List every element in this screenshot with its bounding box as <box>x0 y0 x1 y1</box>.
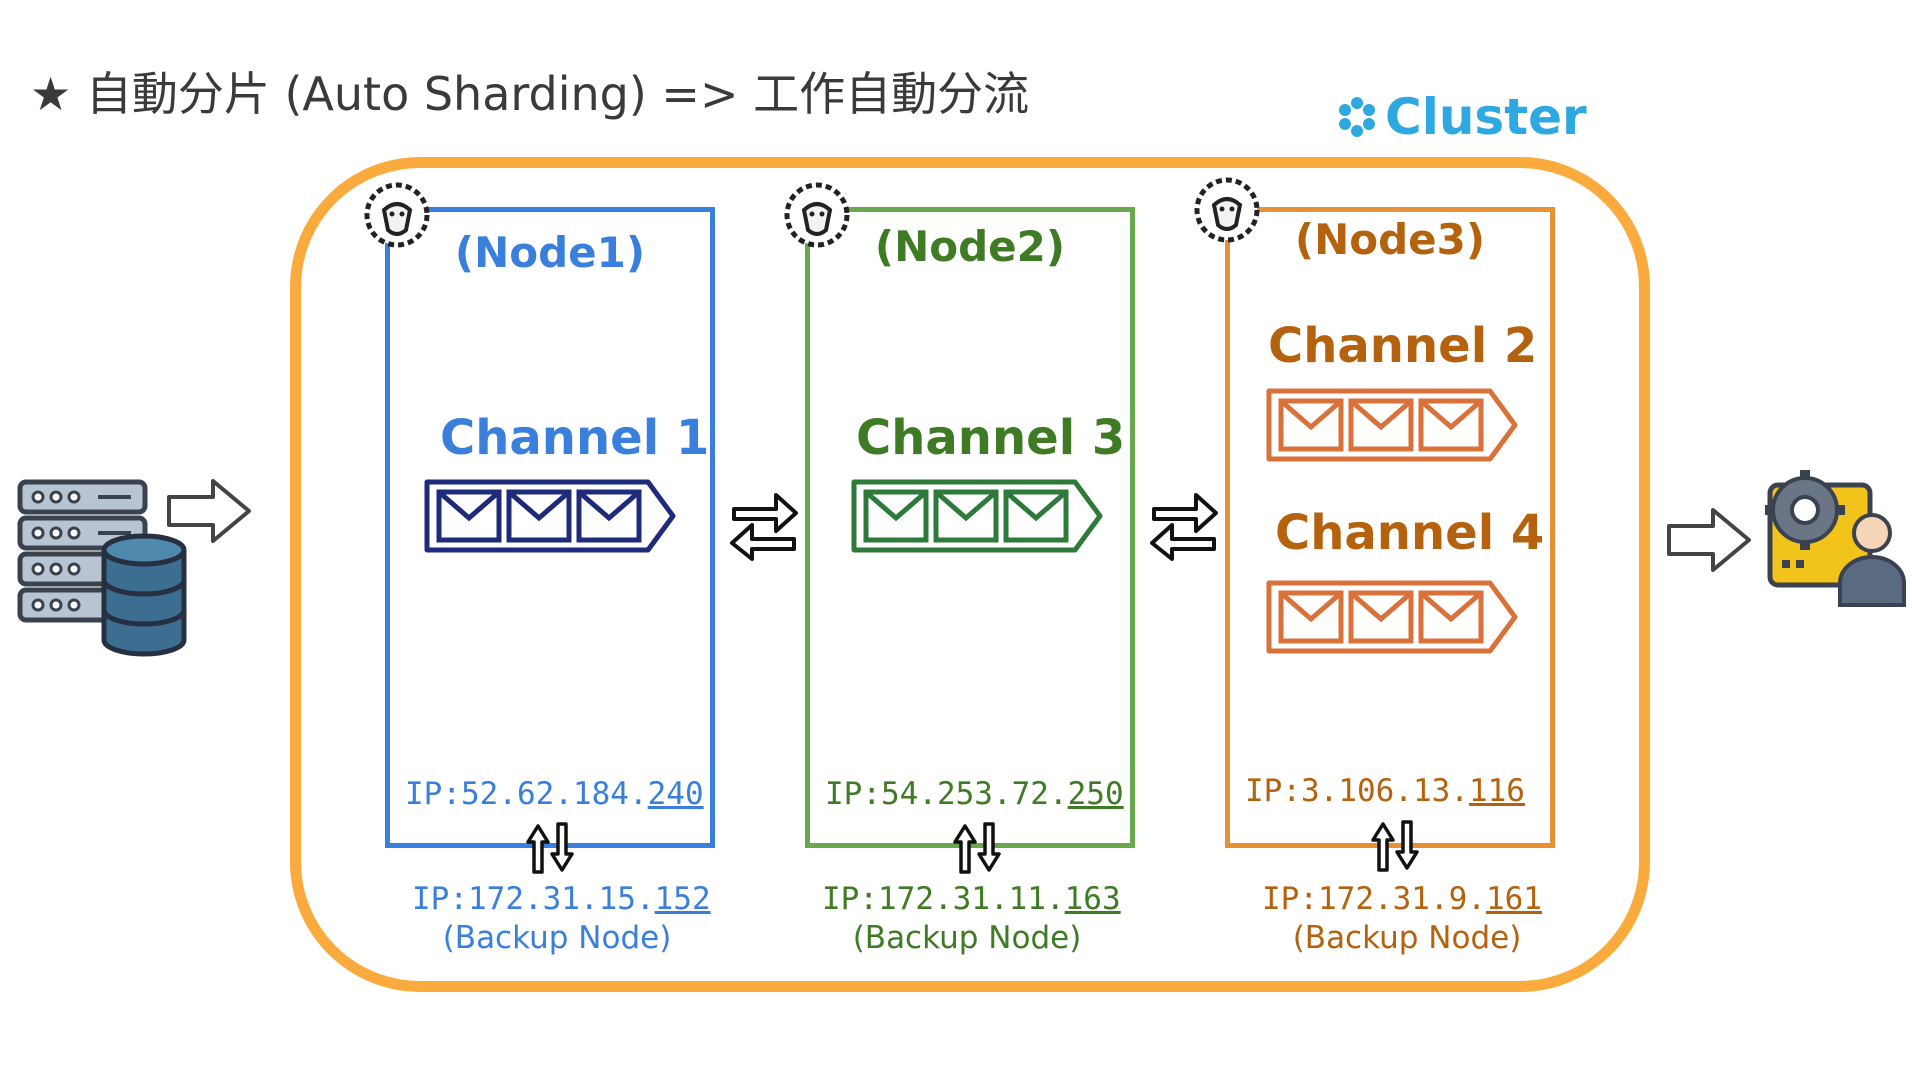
worker-gear-icon <box>1765 470 1906 607</box>
node1-ip-prefix: IP:52.62.184. <box>405 776 648 812</box>
node2-backup-label: (Backup Node) <box>852 920 1082 956</box>
cluster-label-text: Cluster <box>1385 88 1587 146</box>
channel-3-label: Channel 3 <box>856 410 1126 466</box>
message-queue-icon <box>1266 388 1518 462</box>
node3-backup-ip-suffix: 161 <box>1485 881 1542 917</box>
exchange-arrows-icon <box>730 493 798 561</box>
node2-backup-ip-prefix: IP:172.31.11. <box>822 881 1065 917</box>
lion-icon <box>784 182 850 248</box>
node3-backup-ip: IP:172.31.9.161 <box>1262 881 1542 917</box>
lion-icon <box>1194 177 1260 243</box>
node1-box <box>385 207 715 848</box>
output-arrow-icon <box>1667 508 1751 572</box>
node1-backup-ip: IP:172.31.15.152 <box>412 881 711 917</box>
node1-ip-suffix: 240 <box>647 776 704 812</box>
sync-arrows-icon <box>1371 820 1419 872</box>
node1-ip: IP:52.62.184.240 <box>405 776 704 812</box>
exchange-arrows-icon <box>1150 493 1218 561</box>
cluster-container <box>290 157 1650 992</box>
node3-backup-label: (Backup Node) <box>1292 920 1522 956</box>
node1-backup-label: (Backup Node) <box>442 920 672 956</box>
node2-ip: IP:54.253.72.250 <box>825 776 1124 812</box>
node3-box <box>1225 207 1555 848</box>
message-queue-icon <box>851 479 1103 553</box>
message-queue-icon <box>424 479 676 553</box>
node2-backup-ip: IP:172.31.11.163 <box>822 881 1121 917</box>
server-database-icon <box>17 479 187 657</box>
node1-backup-ip-suffix: 152 <box>654 881 711 917</box>
channel-4-label: Channel 4 <box>1275 505 1545 561</box>
node3-title: (Node3) <box>1294 215 1486 264</box>
cluster-label: Cluster <box>1335 88 1587 146</box>
node1-backup-ip-prefix: IP:172.31.15. <box>412 881 655 917</box>
node2-ip-suffix: 250 <box>1067 776 1124 812</box>
sync-arrows-icon <box>953 822 1001 874</box>
channel-1-label: Channel 1 <box>440 410 710 466</box>
node3-ip: IP:3.106.13.116 <box>1245 773 1525 809</box>
input-arrow-icon <box>167 479 251 543</box>
sync-arrows-icon <box>526 822 574 874</box>
node3-backup-ip-prefix: IP:172.31.9. <box>1262 881 1486 917</box>
page-title: ★ 自動分片 (Auto Sharding) => 工作自動分流 <box>30 67 1030 121</box>
node2-title: (Node2) <box>874 222 1066 271</box>
lion-icon <box>364 182 430 248</box>
node1-title: (Node1) <box>454 228 646 277</box>
channel-2-label: Channel 2 <box>1268 318 1538 374</box>
node3-ip-prefix: IP:3.106.13. <box>1245 773 1469 809</box>
cluster-flower-icon <box>1339 97 1375 137</box>
node2-ip-prefix: IP:54.253.72. <box>825 776 1068 812</box>
node2-backup-ip-suffix: 163 <box>1064 881 1121 917</box>
node3-ip-suffix: 116 <box>1468 773 1525 809</box>
message-queue-icon <box>1266 580 1518 654</box>
